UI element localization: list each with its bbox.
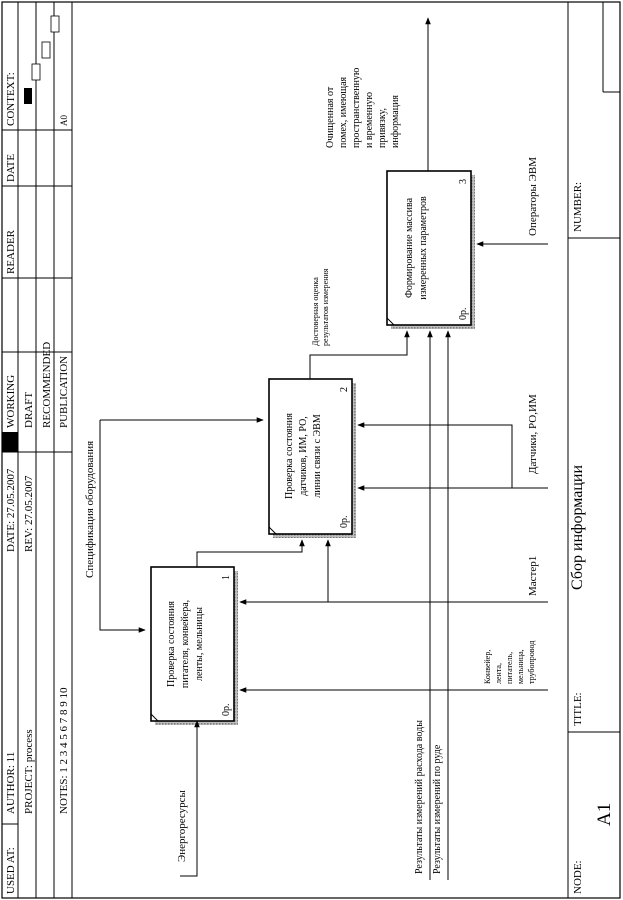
label-conveyor-1: Конвейер, (483, 650, 492, 684)
activity-2-cost: 0р. (339, 516, 350, 529)
date-column-label: DATE (5, 154, 17, 182)
activity-1-cost: 0р. (221, 704, 232, 717)
label-cleaned-2: помех, имеющая (338, 76, 349, 148)
label-energy: Энергоресурсы (176, 789, 188, 862)
rev-field: REV: 27.05.2007 (23, 475, 35, 552)
node-value: A1 (594, 803, 615, 826)
activity-box-1[interactable]: Проверка состояния питателя, конвейера, … (150, 566, 238, 725)
notes-field: NOTES: 1 2 3 4 5 6 7 8 9 10 (58, 687, 70, 814)
node-label: NODE: (572, 860, 584, 894)
author-field: AUTHOR: 11 (5, 752, 17, 814)
recommended-label: RECOMMENDED (41, 342, 53, 428)
activity-2-number: 2 (339, 387, 350, 392)
arrow-box1-to-box2 (196, 539, 305, 567)
activity-3-line-1: Формирование массива (404, 197, 415, 298)
working-status-marker (2, 432, 18, 452)
activity-1-line-2: питателя, конвейера, (180, 600, 191, 688)
draft-label: DRAFT (23, 392, 35, 428)
label-conveyor-5: трубопровод (527, 641, 536, 684)
activity-3-cost: 0р. (458, 308, 469, 321)
label-reliable-estimate-1: Достоверная оценка (311, 277, 320, 346)
project-field: PROJECT: process (23, 729, 35, 814)
label-reliable-estimate-2: результатов измерения (321, 268, 330, 346)
label-master: Мастер1 (527, 556, 539, 596)
activity-1-number: 1 (221, 575, 232, 580)
arrow-energy (180, 720, 200, 877)
arrow-box2-to-box3 (309, 330, 410, 379)
activity-3-line-2: измеренных параметров (418, 196, 429, 300)
title-label: TITLE: (572, 692, 584, 726)
context-label: CONTEXT: (5, 72, 17, 126)
activity-1-line-3: ленты, мельницы (194, 607, 205, 681)
label-sensors: Датчики, РО,ИМ (527, 394, 539, 474)
context-node-id: A0 (59, 115, 69, 126)
label-water-flow: Результаты измерений расхода воды (414, 720, 425, 874)
activity-2-line-3: линии связи с ЭВМ (312, 414, 323, 498)
number-label: NUMBER: (572, 182, 584, 232)
activity-box-3[interactable]: Формирование массива измеренных параметр… (386, 170, 475, 329)
arrow-labels: Энергоресурсы Спецификация оборудования … (84, 67, 539, 874)
label-cleaned-1: Очищенная от (325, 86, 336, 148)
footer-strip: NODE: A1 TITLE: Сбор информации NUMBER: (567, 2, 620, 898)
label-conveyor-4: мельница, (516, 649, 525, 684)
working-label: WORKING (5, 375, 17, 428)
label-equipment-spec: Спецификация оборудования (84, 441, 96, 578)
header-strip: USED AT: AUTHOR: 11 PROJECT: process NOT… (1, 1, 73, 899)
label-ore-results: Результаты измерений по руде (432, 744, 443, 874)
arrow-sensors-high (357, 422, 513, 488)
activity-1-line-1: Проверка состояния (166, 601, 177, 687)
label-cleaned-3: пространственную (351, 67, 362, 148)
context-thumbnail (24, 15, 60, 104)
arrow-spec-to-box1 (99, 420, 146, 633)
label-cleaned-6: информация (390, 95, 401, 148)
label-conveyor-3: питатель, (505, 652, 514, 684)
reader-label: READER (5, 229, 17, 274)
label-cleaned-4: и временную (364, 92, 375, 148)
used-at-label: USED AT: (5, 847, 17, 894)
label-operators: Операторы ЭВМ (527, 157, 539, 236)
activity-2-line-1: Проверка состояния (284, 413, 295, 499)
diagram-title: Сбор информации (569, 465, 586, 591)
activity-box-2[interactable]: Проверка состояния датчиков, ИМ, РО, лин… (268, 378, 356, 538)
activity-2-line-2: датчиков, ИМ, РО, (298, 416, 309, 496)
activity-3-number: 3 (458, 179, 469, 184)
label-cleaned-5: привязку, (377, 108, 388, 148)
date-field: DATE: 27.05.2007 (5, 468, 17, 552)
label-conveyor-2: лента, (494, 663, 503, 684)
publication-label: PUBLICATION (58, 356, 70, 428)
